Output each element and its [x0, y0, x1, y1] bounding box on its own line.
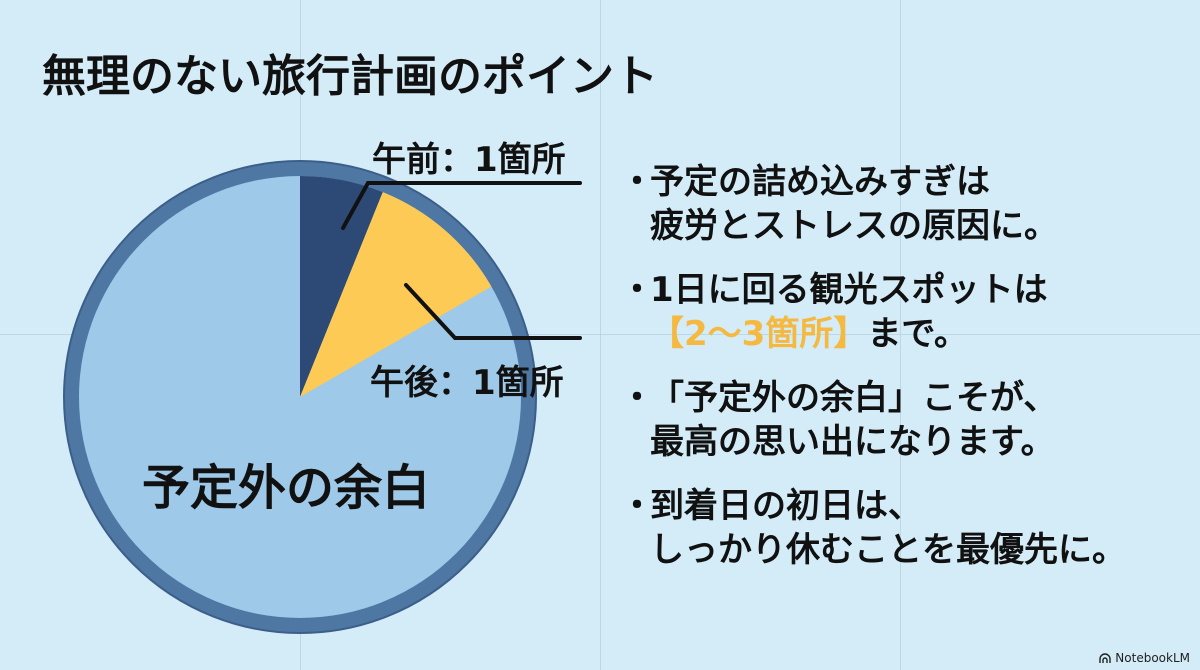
bullet-text: 到着日の初日は、 — [650, 486, 922, 526]
pie-label-pm: 午後：1箇所 — [370, 363, 564, 403]
bullet-text: 最高の思い出になります。 — [650, 422, 1055, 462]
bullet-item: ・ 1日に回る観光スポットは 【2〜3箇所】まで。 — [620, 268, 1180, 356]
bullet-text: 予定の詰め込みすぎは — [650, 162, 990, 202]
bullet-item: ・ 「予定外の余白」こそが、 最高の思い出になります。 — [620, 376, 1180, 464]
grid-line-vertical-3 — [900, 0, 901, 670]
grid-line-vertical-2 — [600, 0, 601, 670]
bullet-marker: ・ — [620, 270, 654, 310]
pie-slice-am — [300, 176, 383, 397]
leader-line-pm — [404, 283, 582, 340]
bullet-text: しっかり休むことを最優先に。 — [650, 530, 1126, 570]
watermark-text: NotebookLM — [1115, 651, 1190, 665]
bullet-text: 1日に回る観光スポットは — [650, 270, 1048, 310]
bullet-text-tail: まで。 — [867, 314, 968, 354]
bullet-text: 「予定外の余白」こそが、 — [650, 378, 1058, 418]
highlight-spot-count: 【2〜3箇所】 — [650, 314, 868, 354]
pie-label-am: 午前：1箇所 — [372, 140, 566, 180]
notebooklm-watermark: NotebookLM — [1099, 651, 1190, 665]
leader-line-am — [341, 181, 582, 230]
notebooklm-logo-icon — [1099, 653, 1111, 663]
grid-line-horizontal — [0, 334, 1200, 335]
bullet-marker: ・ — [620, 378, 654, 418]
bullet-item: ・ 予定の詰め込みすぎは 疲労とストレスの原因に。 — [620, 160, 1180, 248]
pie-label-margin: 予定外の余白 — [142, 460, 431, 516]
bullet-list: ・ 予定の詰め込みすぎは 疲労とストレスの原因に。 ・ 1日に回る観光スポットは… — [620, 160, 1180, 592]
bullet-marker: ・ — [620, 162, 654, 202]
bullet-marker: ・ — [620, 486, 654, 526]
slide-title: 無理のない旅行計画のポイント — [42, 51, 658, 102]
bullet-text: 疲労とストレスの原因に。 — [650, 206, 1058, 246]
bullet-item: ・ 到着日の初日は、 しっかり休むことを最優先に。 — [620, 484, 1180, 572]
pie-slice-pm — [300, 192, 492, 397]
bullet-text-line2: 【2〜3箇所】まで。 — [650, 312, 1180, 356]
